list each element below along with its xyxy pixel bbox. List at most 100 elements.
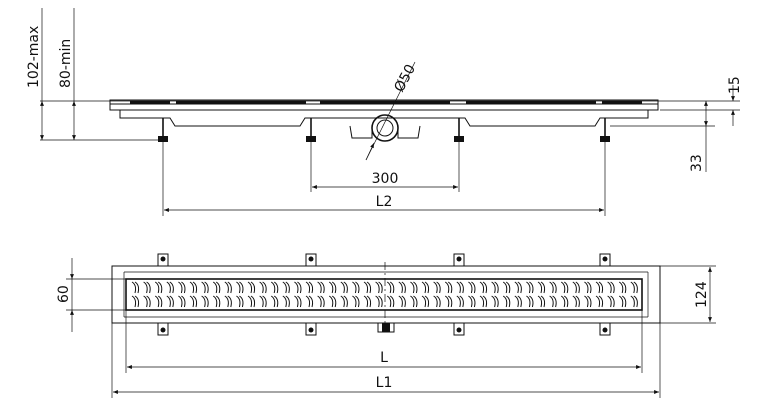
grate-slot <box>224 295 232 308</box>
grate-slot <box>410 295 418 308</box>
grate-slot <box>549 295 557 308</box>
side-view: Ø50 102-max 80-min 15 33 300 L2 <box>26 8 743 216</box>
grate-slot <box>584 295 592 308</box>
grate-slot <box>328 295 337 308</box>
grate-slot <box>421 295 430 308</box>
height-max-label: 102-max <box>26 26 42 88</box>
grate-slot <box>410 281 418 294</box>
mounting-tabs <box>157 253 611 336</box>
drain-depth-label: 33 <box>689 154 705 172</box>
grate-slot <box>630 281 638 294</box>
grate-slot <box>630 295 638 308</box>
grate-slot <box>514 281 522 294</box>
grate-width-label: 60 <box>56 285 72 303</box>
top-view: 60 124 L L1 <box>56 253 716 398</box>
grate-slot <box>618 295 627 308</box>
grate-slot <box>595 295 604 308</box>
grate-slot <box>131 295 140 308</box>
grate-slot <box>247 281 256 294</box>
grate-slot <box>363 295 372 308</box>
grate-slot <box>154 281 163 294</box>
grate-slot <box>560 295 569 308</box>
grate-slot <box>421 281 430 294</box>
grate-slot <box>560 281 569 294</box>
grate <box>125 278 643 311</box>
grate-slot <box>340 281 348 294</box>
grate-slot <box>456 295 464 308</box>
grate-slot <box>514 295 522 308</box>
grate-slot <box>352 281 360 294</box>
grate-slot <box>352 295 360 308</box>
grate-slot <box>491 281 499 294</box>
grate-slot <box>398 281 406 294</box>
grate-slot <box>595 281 604 294</box>
grate-slot <box>178 295 186 308</box>
grate-slot <box>572 281 580 294</box>
grate-slot <box>433 295 441 308</box>
grate-slot <box>178 281 186 294</box>
grate-slot <box>340 295 348 308</box>
top-thickness-label: 15 <box>727 76 743 94</box>
grate-slot <box>166 295 174 308</box>
grate-slot <box>618 281 627 294</box>
grate-slot <box>491 295 499 308</box>
grate-slot <box>305 295 314 308</box>
grate-slot <box>282 281 290 294</box>
grate-slot <box>363 281 372 294</box>
grate-slot <box>537 295 546 308</box>
grate-slot <box>607 295 615 308</box>
grate-slot <box>154 295 163 308</box>
grate-slot <box>166 281 174 294</box>
grate-slot <box>502 295 511 308</box>
grate-slot <box>444 281 453 294</box>
grate-slot <box>526 281 534 294</box>
grate-slot <box>189 295 198 308</box>
grate-slot <box>212 281 221 294</box>
grate-slot <box>270 295 279 308</box>
length-l1-label: L1 <box>376 375 393 391</box>
grate-slot <box>224 281 232 294</box>
grate-slot <box>236 281 244 294</box>
grate-slot <box>479 281 488 294</box>
height-min-label: 80-min <box>58 39 74 88</box>
length-l2-label: L2 <box>376 194 393 210</box>
grate-slot <box>479 295 488 308</box>
grate-slot <box>212 295 221 308</box>
grate-slot <box>433 281 441 294</box>
grate-slot <box>236 295 244 308</box>
grate-slot <box>549 281 557 294</box>
grate-slot <box>143 281 151 294</box>
grate-slot <box>375 281 383 294</box>
grate-slot <box>247 295 256 308</box>
grate-slot <box>270 281 279 294</box>
grate-slot <box>259 281 267 294</box>
grate-slot <box>305 281 314 294</box>
grate-slot <box>398 295 406 308</box>
grate-slot <box>456 281 464 294</box>
grate-slot <box>502 281 511 294</box>
outer-flange <box>111 265 661 324</box>
grate-slot <box>201 295 209 308</box>
grate-wave-pattern <box>131 281 638 308</box>
grate-slot <box>607 281 615 294</box>
adjustable-feet <box>158 118 610 142</box>
foot-spacing-label: 300 <box>372 171 399 187</box>
grate-slot <box>294 295 302 308</box>
grate-slot <box>328 281 337 294</box>
pipe-diameter-label: Ø50 <box>391 62 419 95</box>
grate-slot <box>584 281 592 294</box>
grate-slot <box>526 295 534 308</box>
grate-slot <box>189 281 198 294</box>
grate-slot <box>386 295 395 308</box>
grate-slot <box>386 281 395 294</box>
grate-slot <box>282 295 290 308</box>
outlet-pipe <box>349 114 421 142</box>
grate-slot <box>375 295 383 308</box>
grate-slot <box>468 281 476 294</box>
channel-body <box>119 110 649 127</box>
grate-slot <box>131 281 140 294</box>
tile-flange <box>109 99 659 111</box>
grate-slot <box>317 295 325 308</box>
grate-slot <box>468 295 476 308</box>
